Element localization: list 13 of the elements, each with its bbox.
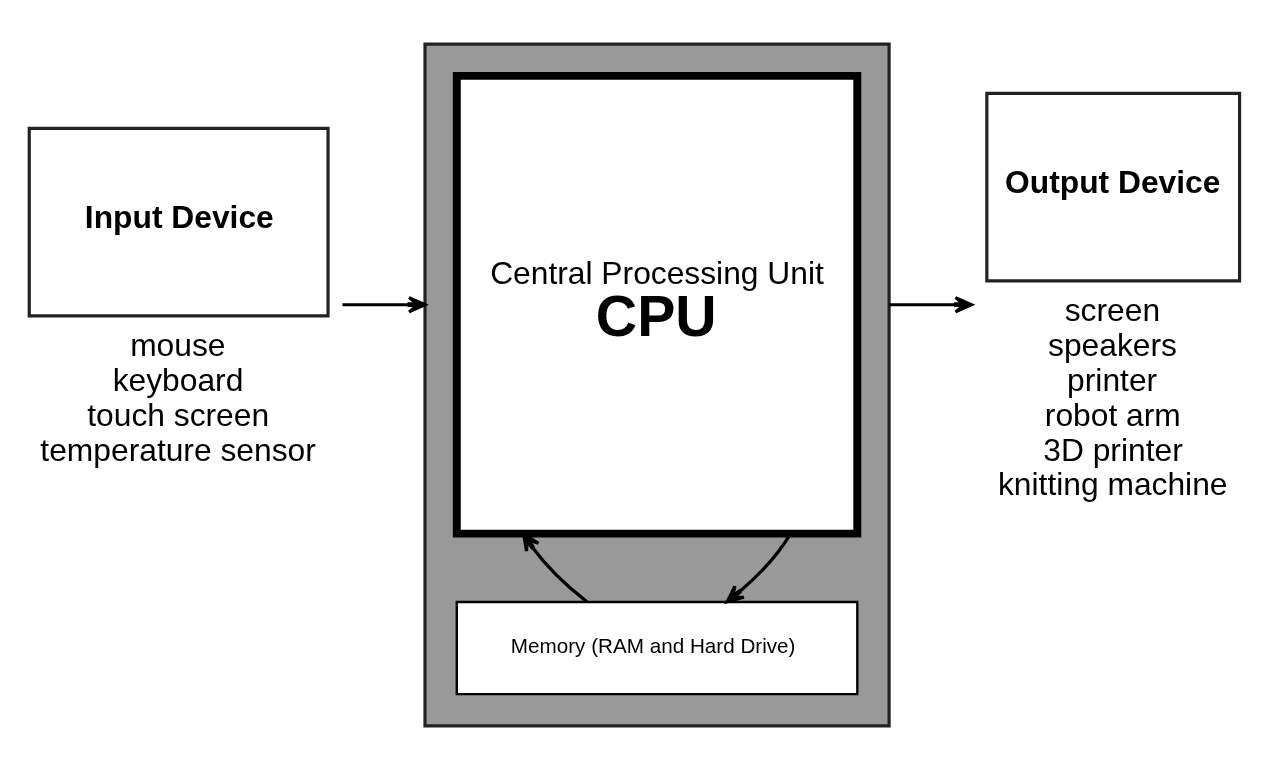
node-label: mouse: [130, 326, 226, 363]
node-box: Output Device: [985, 91, 1242, 283]
arrow: [889, 296, 974, 314]
node-label: 3D printer: [1043, 431, 1183, 468]
node-box: Central Processing Unit CPU: [452, 71, 862, 538]
cluster: [423, 42, 891, 728]
node-label: keyboard: [112, 361, 244, 398]
node-box: Memory (RAM and Hard Drive): [455, 600, 859, 696]
node-box: Input Device: [27, 126, 330, 318]
node-label: temperature sensor: [40, 431, 316, 468]
node-label: screen: [1064, 291, 1161, 328]
node-label: speakers: [1048, 326, 1177, 363]
arrow: [342, 296, 427, 314]
